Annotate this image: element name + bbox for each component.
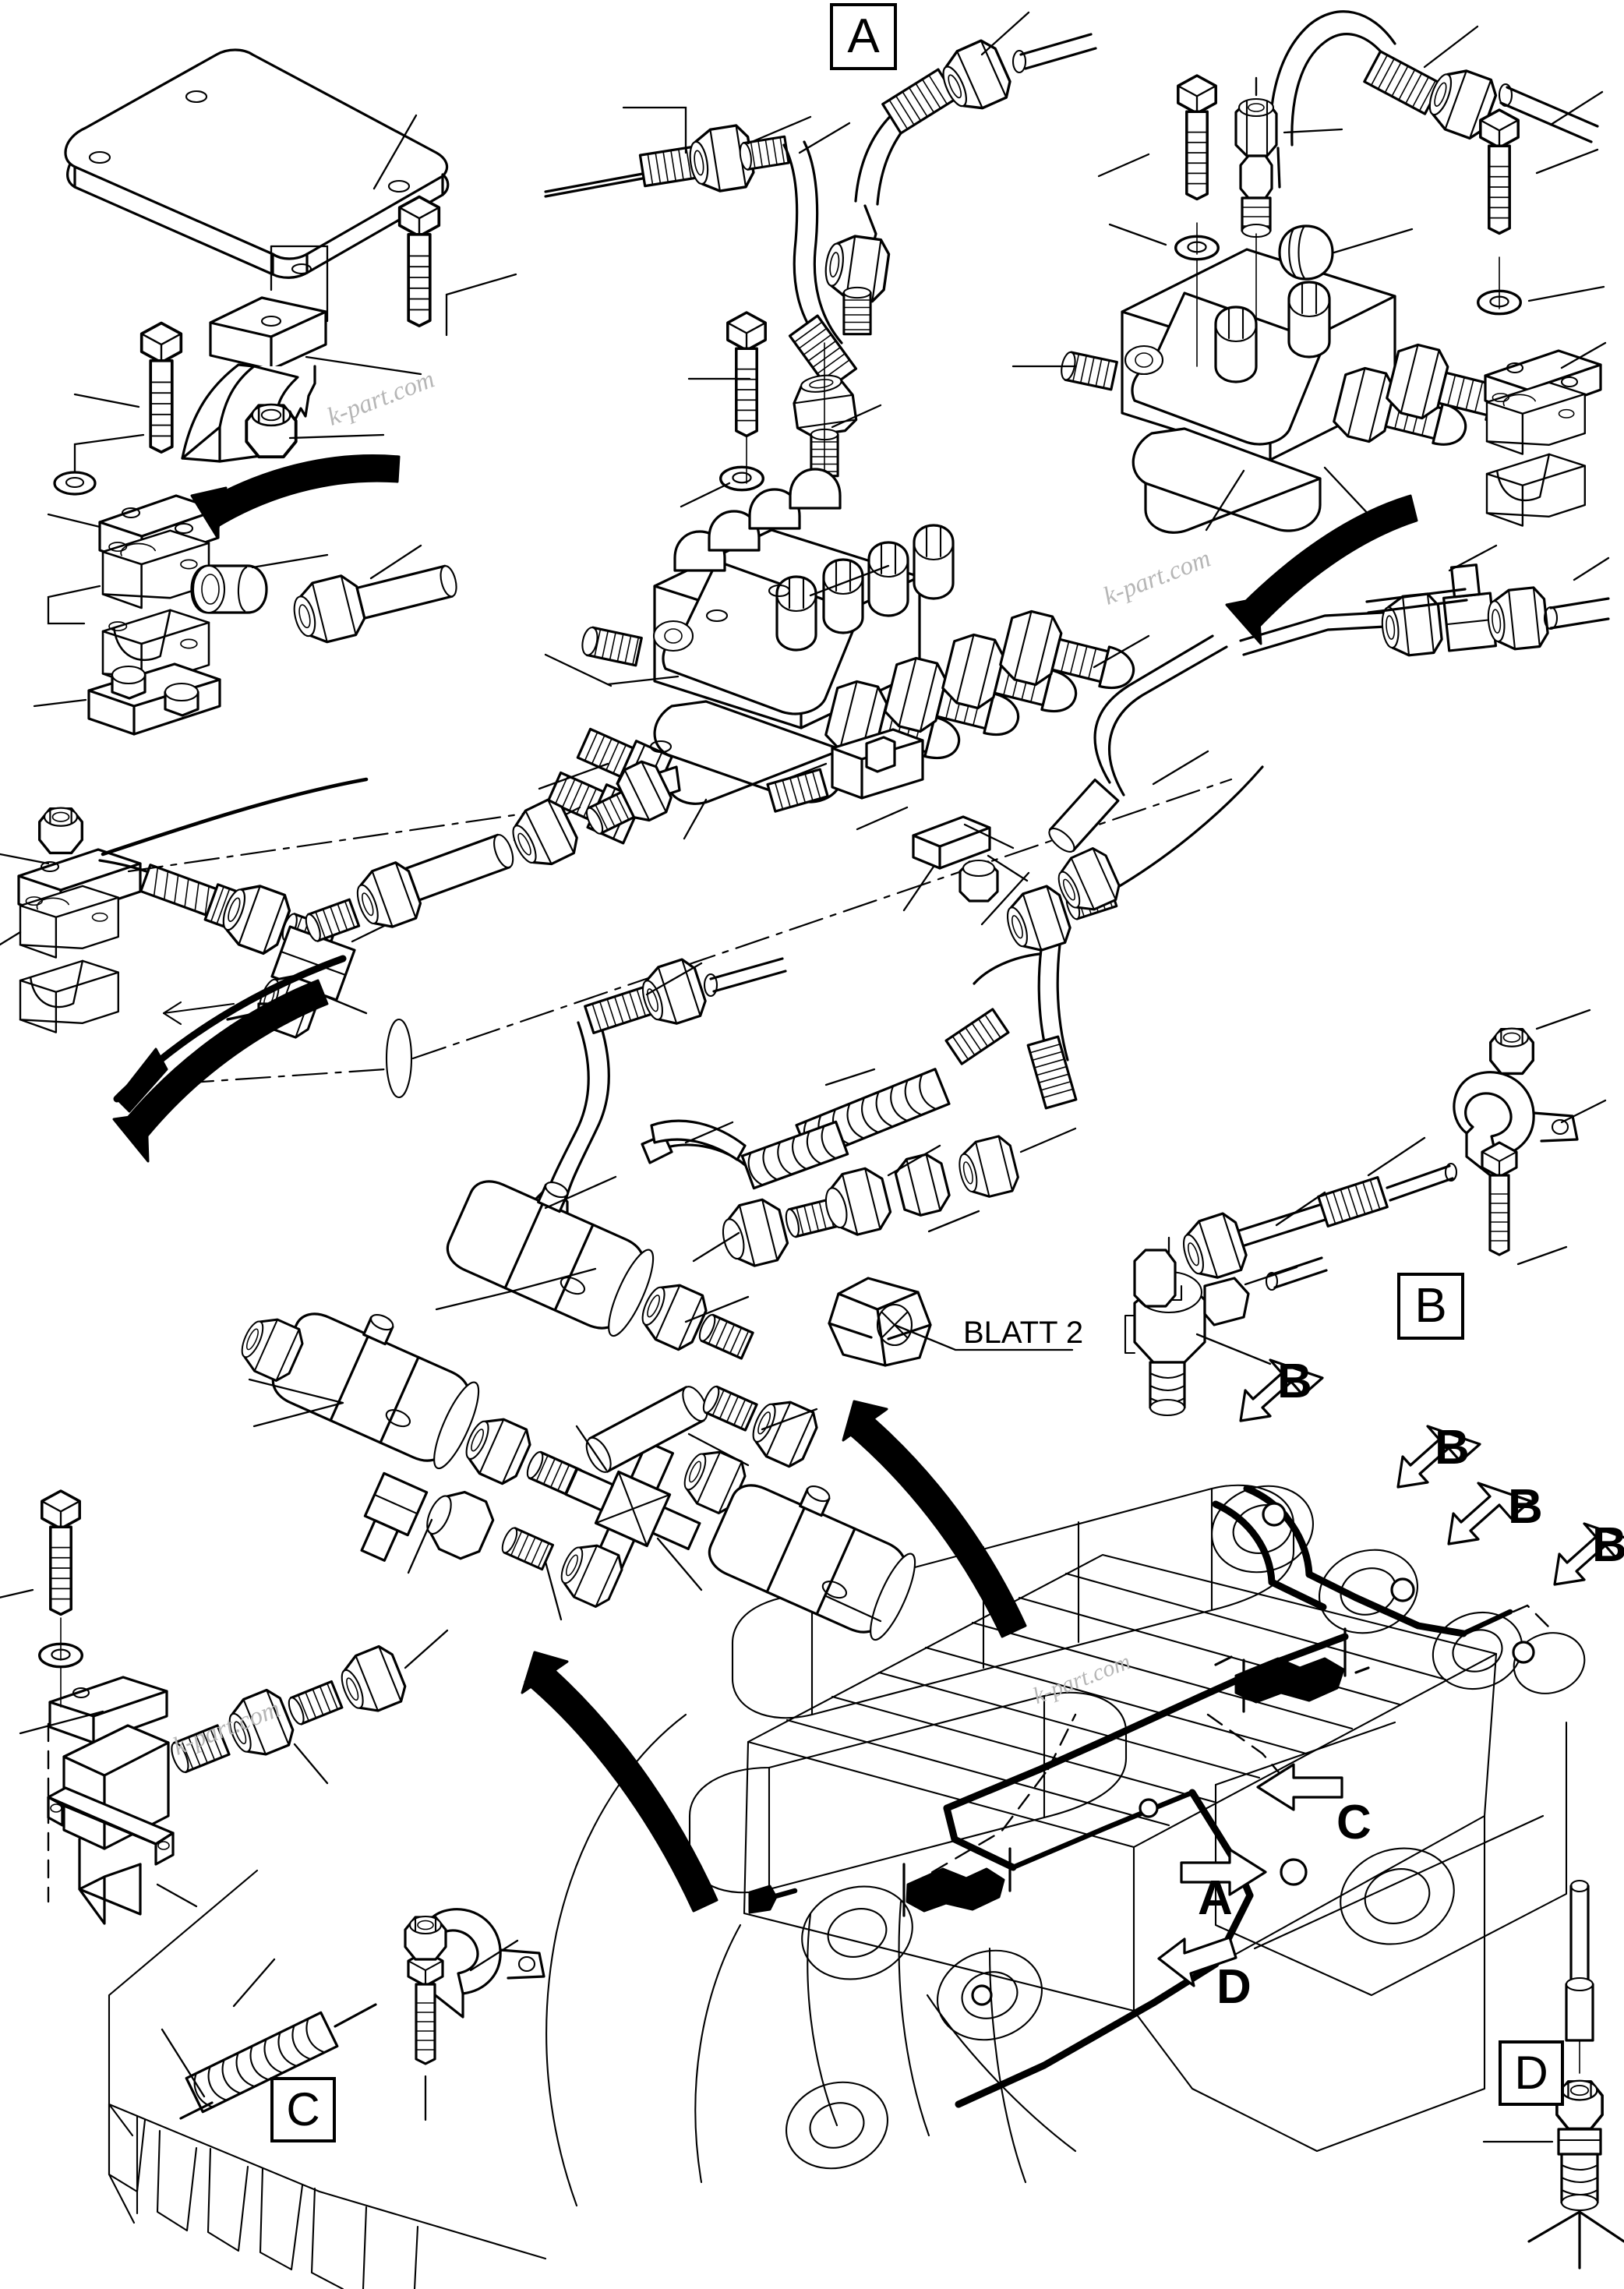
section-arrow-label-b-4: B: [1592, 1518, 1624, 1572]
boom-arm-machine-view: [108, 1484, 1586, 2289]
hex-nut-blatt2: [828, 1277, 1074, 1367]
tube-assembly-mid: [302, 544, 1610, 1110]
hose-assembly-top: [544, 10, 1604, 508]
hose-assembly-center-lower: [531, 952, 1077, 1278]
assembly-direction-arrows: [112, 454, 1418, 1913]
hose-clamp-assembly-upper-left: [33, 433, 457, 736]
solenoid-box: [47, 1724, 175, 1925]
section-arrow-label-a: A: [1198, 1871, 1233, 1925]
section-arrow-label-b-3: B: [1508, 1480, 1543, 1534]
callout-box-a: A: [830, 3, 897, 70]
sheet-reference-blatt2: BLATT 2: [963, 1316, 1084, 1350]
hose-bracket-group-left: [0, 777, 1233, 1113]
rod-and-clamp-right-mid: [1133, 1009, 1607, 1308]
callout-box-c: C: [270, 2077, 336, 2142]
section-arrow-label-b-1: B: [1277, 1355, 1312, 1408]
cover-plate-assembly: [64, 48, 517, 463]
section-arrow-label-d: D: [1216, 1960, 1252, 2014]
callout-box-b: B: [1397, 1273, 1464, 1340]
section-arrow-glyphs: [1157, 1358, 1624, 1987]
callout-box-d: D: [1499, 2040, 1564, 2106]
manifold-block-right: [1011, 74, 1607, 534]
section-arrow-label-c: C: [1336, 1796, 1372, 1849]
vertical-rod-assembly-right: [1482, 1879, 1624, 2270]
valve-cylinder-group: [233, 1175, 916, 1641]
lower-left-group: [0, 1489, 545, 2121]
section-arrow-label-b-2: B: [1435, 1421, 1470, 1475]
